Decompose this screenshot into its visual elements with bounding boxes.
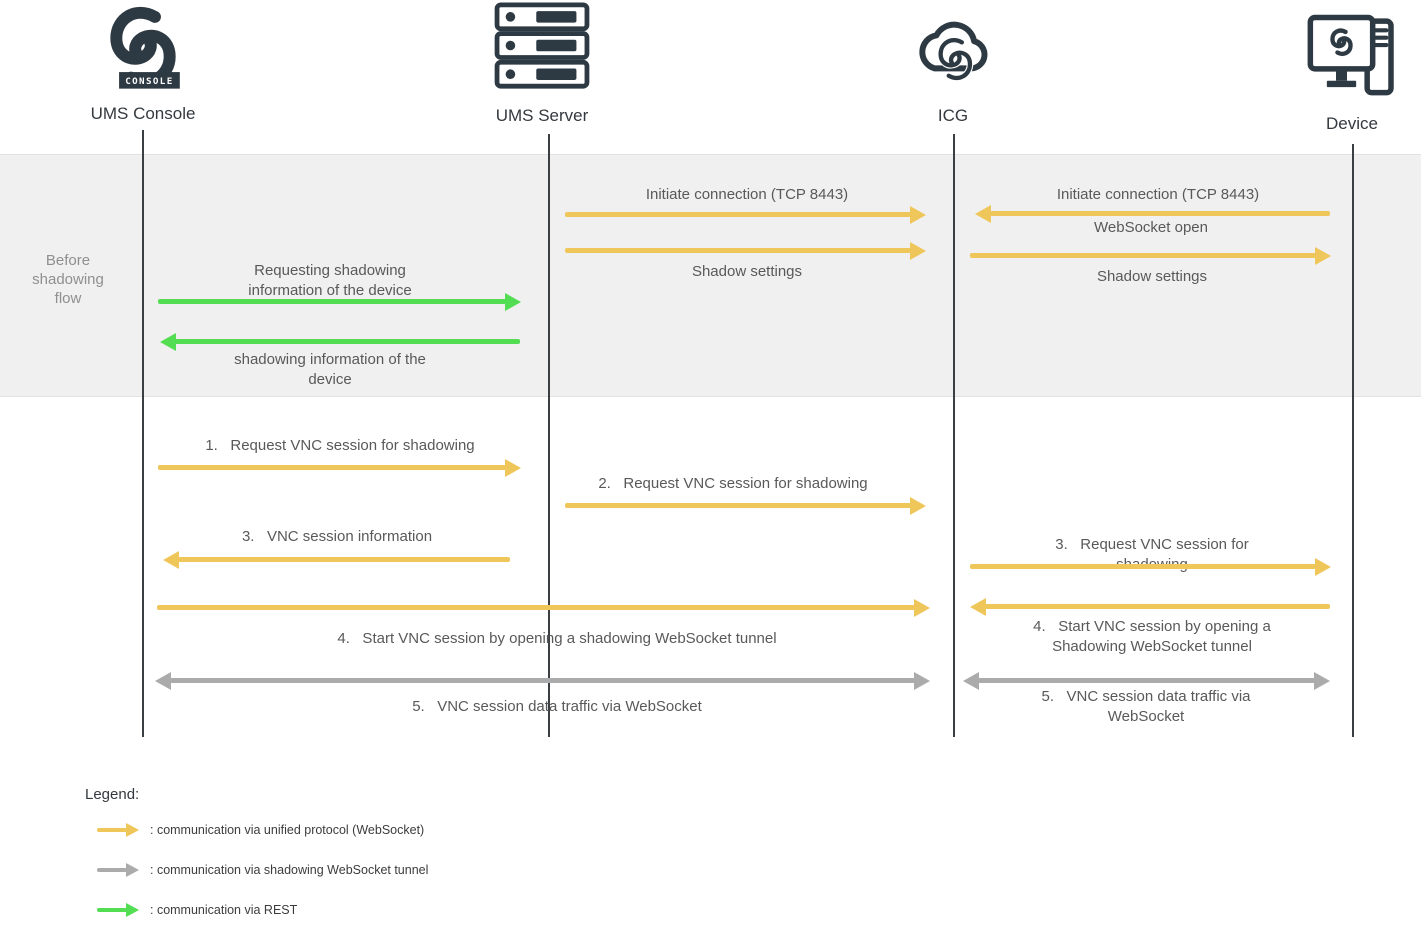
arrow-step4-console-icg (157, 605, 915, 610)
label-step4-long: 4. Start VNC session by opening a shadow… (337, 630, 777, 647)
label-step3-info: 3. VNC session information (241, 528, 433, 545)
actor-label-ums-console: UMS Console (90, 104, 196, 123)
arrow-step1-console-server (158, 465, 506, 470)
arrow-step5-icg-device (978, 678, 1315, 683)
device-icon (1304, 12, 1401, 100)
label-websocket-open: WebSocket open (1094, 219, 1208, 236)
legend-title: Legend: (85, 786, 140, 803)
ums-console-icon: CONSOLE (97, 4, 189, 96)
arrow-initiate-connection-ums-icg (565, 212, 911, 217)
label-shadow-settings-mid: Shadow settings (691, 263, 803, 280)
label-step5-long: 5. VNC session data traffic via WebSocke… (412, 698, 702, 715)
phase-label: Before shadowing flow (32, 252, 104, 307)
lifeline-ums-server (548, 134, 550, 737)
legend-item-rest: : communication via REST (150, 903, 298, 917)
arrow-requesting-shadowing-info (158, 299, 506, 304)
actor-label-device: Device (1326, 114, 1378, 133)
label-shadow-settings-right: Shadow settings (1096, 268, 1208, 285)
legend-grey-arrow-icon (97, 868, 127, 872)
arrow-shadowing-info (175, 339, 520, 344)
arrow-step3-info-server-console (178, 557, 510, 562)
actor-device: Device (1242, 12, 1421, 134)
label-requesting-shadowing-info: Requesting shadowing information of the … (248, 262, 412, 299)
label-step4-right: 4. Start VNC session by opening a Shadow… (1033, 618, 1271, 655)
arrow-step3-request-icg-device (970, 564, 1316, 569)
label-shadowing-info: shadowing information of the device (234, 351, 426, 388)
icg-cloud-icon (906, 4, 1000, 96)
console-badge-text: CONSOLE (125, 76, 173, 87)
label-initiate-connection-mid: Initiate connection (TCP 8443) (645, 186, 849, 203)
label-step3-request: 3. Request VNC session for shadowing (1055, 536, 1249, 573)
arrow-step4-device-icg (985, 604, 1330, 609)
legend-item-unified-protocol: : communication via unified protocol (We… (150, 823, 425, 837)
arrow-shadow-settings-icg-device (970, 253, 1316, 258)
before-shadowing-phase-band (0, 154, 1421, 397)
actor-label-ums-server: UMS Server (495, 106, 589, 125)
label-step5-right: 5. VNC session data traffic via WebSocke… (1041, 688, 1251, 725)
actor-label-icg: ICG (937, 106, 969, 125)
label-step1: 1. Request VNC session for shadowing (205, 437, 475, 454)
label-step2: 2. Request VNC session for shadowing (598, 475, 868, 492)
label-initiate-connection-right: Initiate connection (TCP 8443) (1056, 186, 1260, 203)
arrow-shadow-settings-ums-icg (565, 248, 911, 253)
legend-yellow-arrow-icon (97, 828, 127, 832)
arrow-initiate-connection-device-icg (990, 211, 1330, 216)
actor-icg: ICG (843, 4, 1063, 126)
lifeline-ums-console (142, 130, 144, 737)
lifeline-icg (953, 134, 955, 737)
actor-ums-console: CONSOLE UMS Console (33, 4, 253, 124)
arrow-step5-console-icg (170, 678, 915, 683)
arrow-step2-server-icg (565, 503, 911, 508)
actor-ums-server: UMS Server (432, 2, 652, 126)
legend-item-websocket-tunnel: : communication via shadowing WebSocket … (150, 863, 429, 877)
legend-green-arrow-icon (97, 908, 127, 912)
ums-server-icon (494, 2, 590, 90)
lifeline-device (1352, 144, 1354, 737)
